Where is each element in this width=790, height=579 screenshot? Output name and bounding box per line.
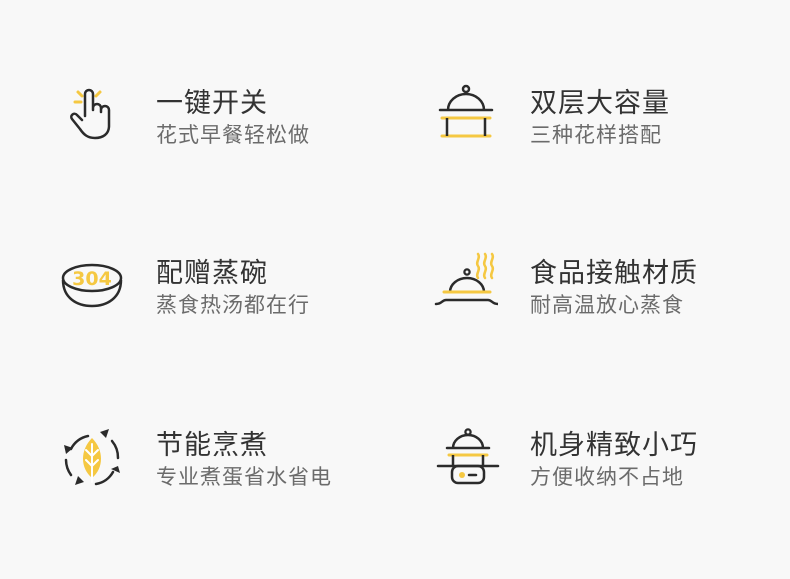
feature-subtitle: 蒸食热汤都在行 — [156, 293, 310, 317]
feature-subtitle: 耐高温放心蒸食 — [530, 293, 684, 317]
feature-subtitle: 专业煮蛋省水省电 — [156, 465, 332, 489]
feature-title: 食品接触材质 — [530, 258, 698, 289]
feature-subtitle: 三种花样搭配 — [530, 123, 662, 147]
feature-title: 节能烹煮 — [156, 430, 268, 461]
energy-saving-leaf-icon — [64, 429, 120, 486]
feature-title: 机身精致小巧 — [530, 430, 698, 461]
finger-tap-icon — [70, 88, 111, 140]
feature-title: 配赠蒸碗 — [156, 258, 268, 289]
feature-subtitle: 花式早餐轻松做 — [156, 123, 310, 147]
bowl-304-label: 304 — [72, 268, 112, 290]
compact-steamer-icon — [436, 428, 500, 485]
feature-title: 双层大容量 — [530, 88, 670, 119]
steaming-lid-icon — [434, 252, 498, 306]
double-layer-steamer-icon — [438, 84, 494, 138]
bowl-304-icon: 304 — [61, 263, 123, 308]
feature-subtitle: 方便收纳不占地 — [530, 465, 684, 489]
feature-title: 一键开关 — [156, 88, 268, 119]
